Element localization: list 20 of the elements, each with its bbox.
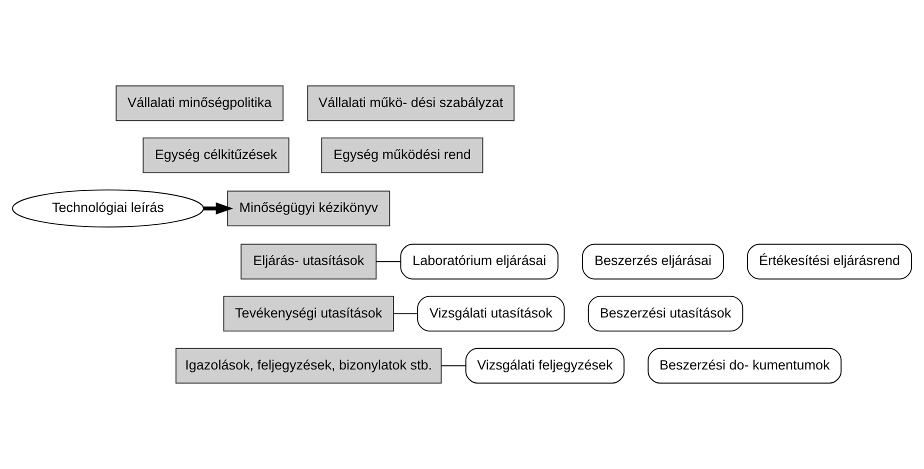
- node-box: Vizsgálati utasítások: [417, 296, 565, 332]
- node-box: Egység célkitűzések: [142, 137, 290, 174]
- node-box: Vállalati minőségpolitika: [116, 85, 284, 122]
- connector: [441, 365, 466, 366]
- node-ellipse: Technológiai leírás: [12, 189, 204, 228]
- node-box: Tevékenységi utasítások: [223, 296, 394, 332]
- node-box: Beszerzési utasítások: [588, 296, 744, 332]
- node-box: Vállalati műkö- dési szabályzat: [307, 85, 515, 122]
- node-box: Értékesítési eljárásrend: [747, 244, 912, 280]
- node-box: Egység működési rend: [321, 137, 484, 174]
- node-box: Laboratórium eljárásai: [400, 244, 558, 280]
- node-box: Beszerzési do- kumentumok: [648, 348, 842, 384]
- node-box: Vizsgálati feljegyzések: [465, 348, 625, 384]
- node-box: Minőségügyi kézikönyv: [227, 190, 390, 226]
- arrow: [204, 202, 234, 215]
- node-box: Eljárás- utasítások: [240, 244, 377, 280]
- node-box: Igazolások, feljegyzések, bizonylatok stb.: [176, 348, 442, 384]
- connector: [393, 313, 418, 314]
- connector: [376, 261, 401, 262]
- node-box: Beszerzés eljárásai: [582, 244, 724, 280]
